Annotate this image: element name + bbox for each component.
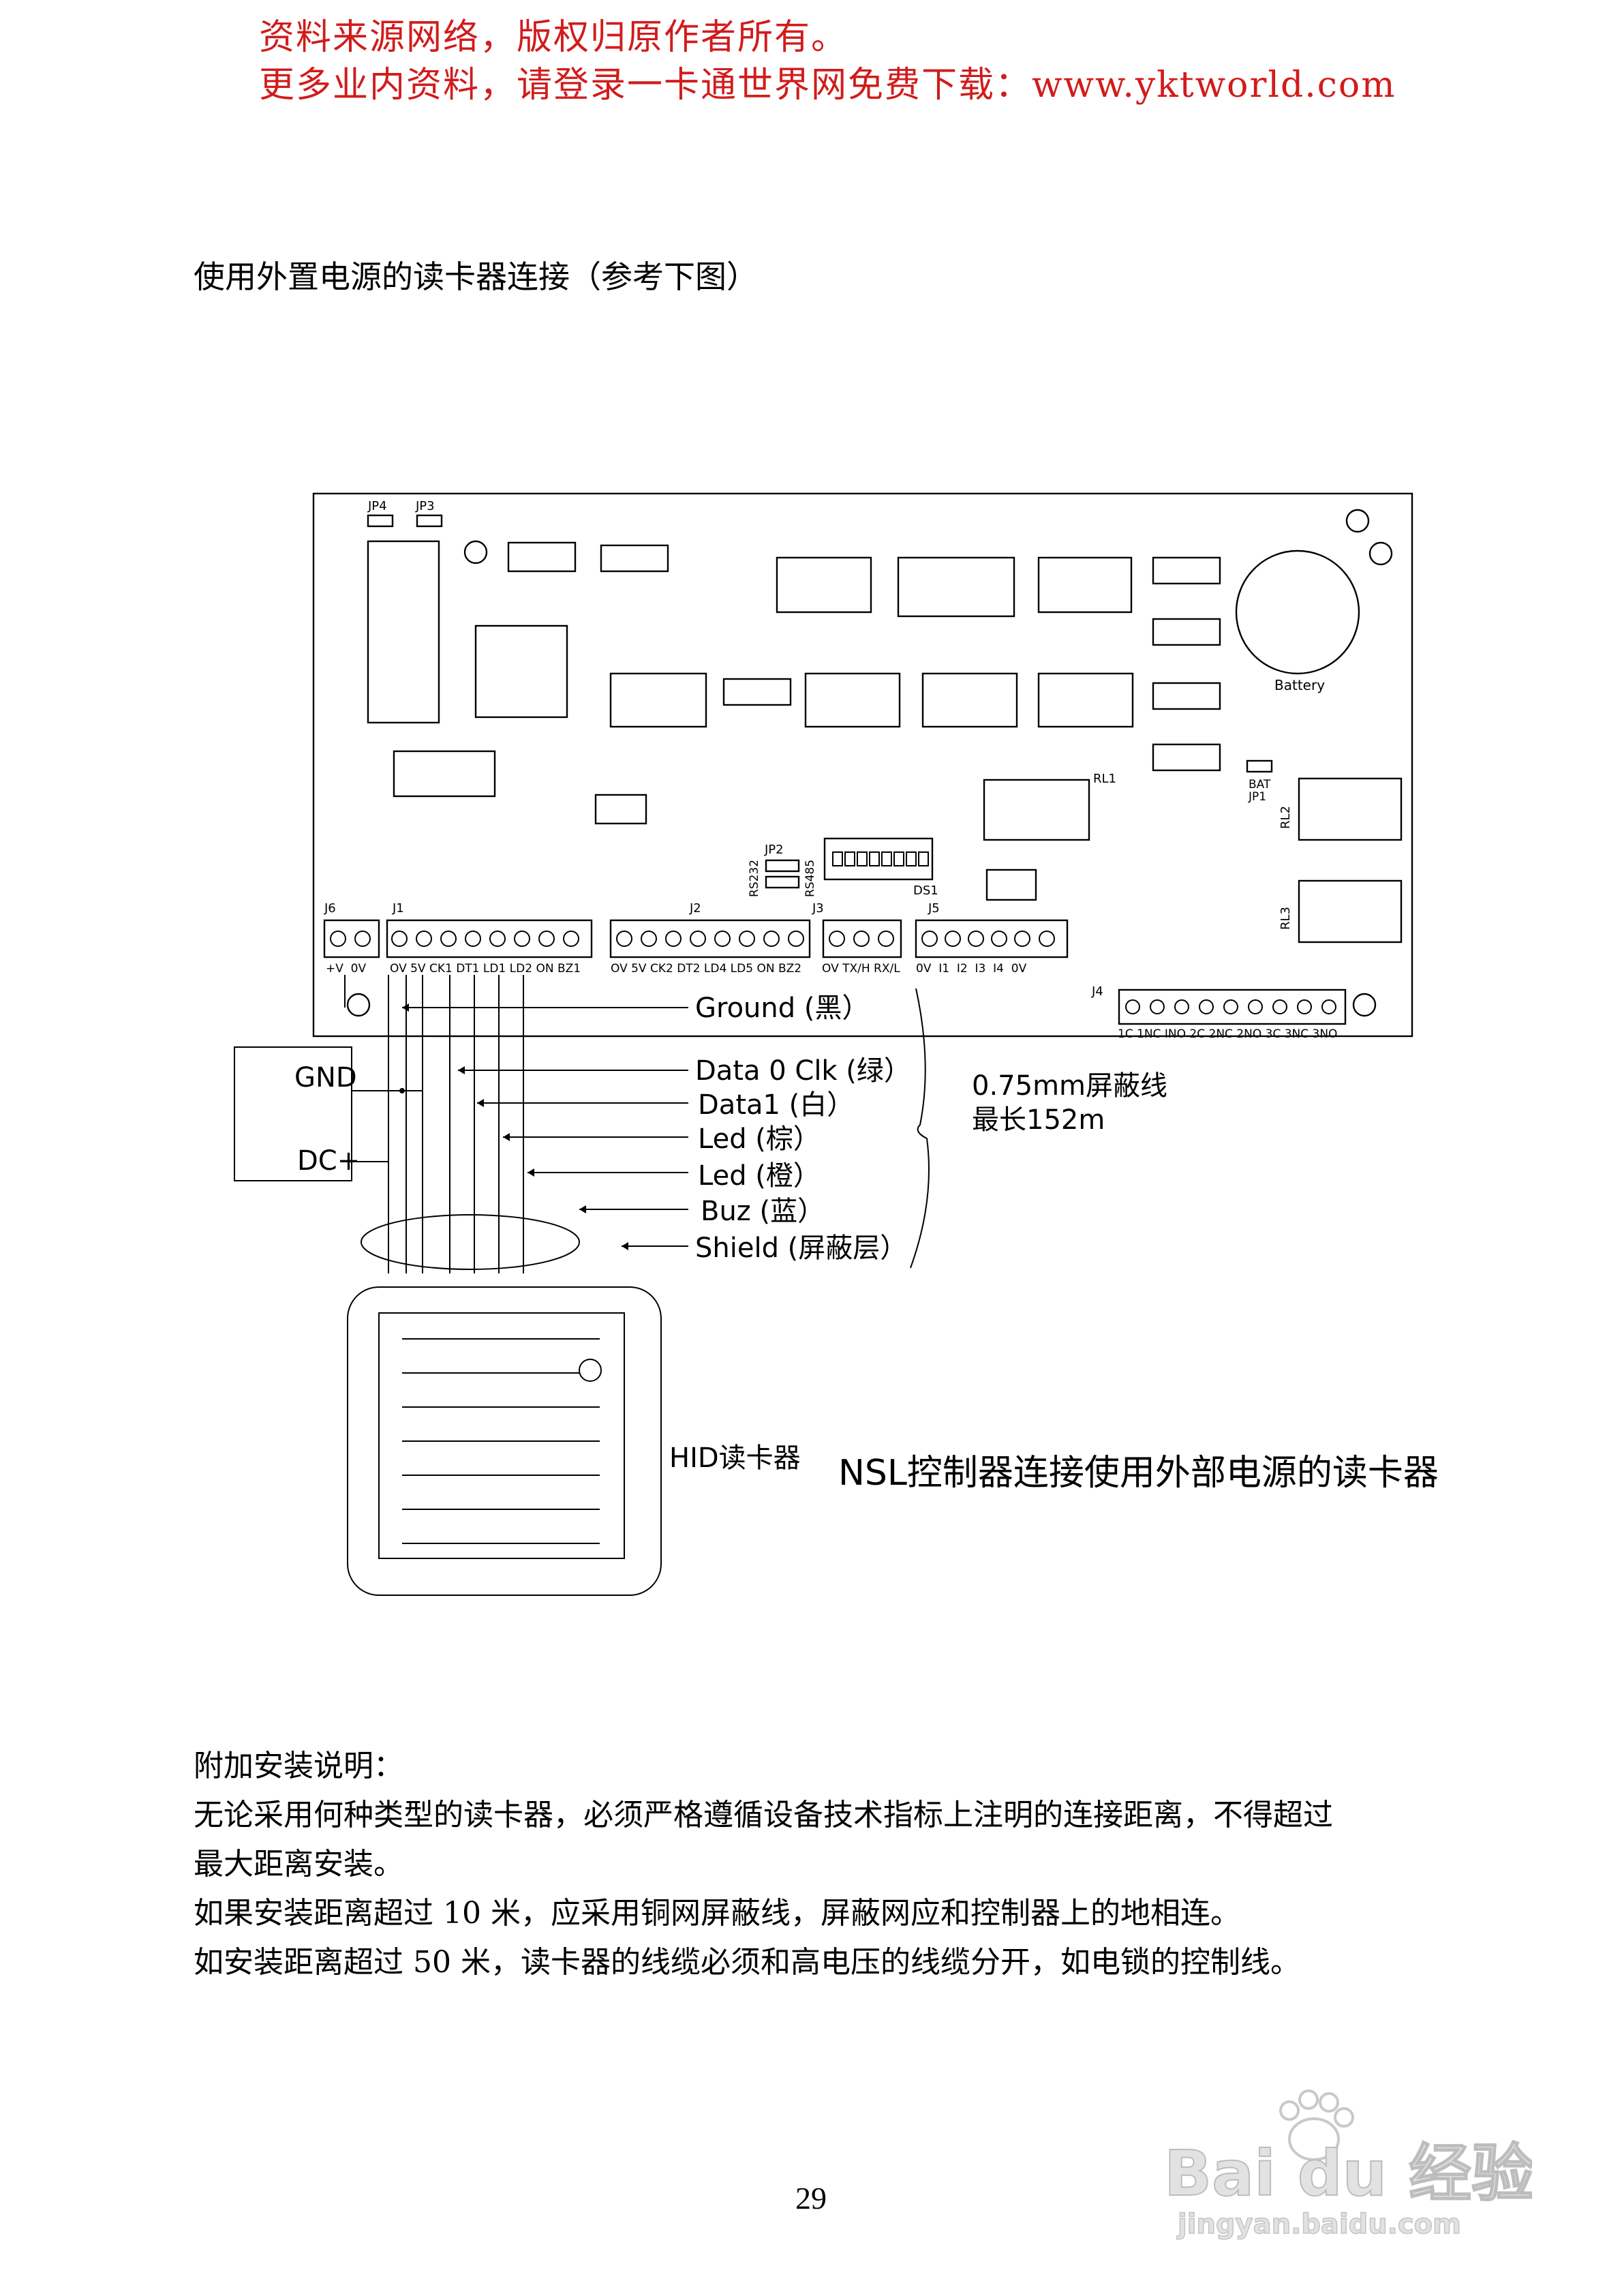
cable-spec-gauge: 0.75mm屏蔽线: [972, 1070, 1167, 1102]
source-disclaimer: 资料来源网络，版权归原作者所有。: [259, 17, 848, 58]
rs485-label: RS485: [804, 860, 817, 897]
j3-pins: OV TX/H RX/L: [822, 962, 900, 976]
j2-label: J2: [689, 901, 701, 916]
rl1-label: RL1: [1093, 772, 1116, 786]
installation-notes: 附加安装说明： 无论采用何种类型的读卡器，必须严格遵循设备技术指标上注明的连接距…: [194, 1742, 1488, 1987]
section-title: 使用外置电源的读卡器连接（参考下图）: [194, 258, 758, 295]
j1-pins: OV 5V CK1 DT1 LD1 LD2 ON BZ1: [390, 962, 581, 976]
j3-label: J3: [812, 901, 824, 916]
j2-pins: OV 5V CK2 DT2 LD4 LD5 ON BZ2: [611, 962, 801, 976]
jp4-label: JP4: [367, 499, 387, 513]
terminal-screws: [330, 931, 1336, 1014]
paw-logo-icon: [1279, 2089, 1354, 2161]
hid-reader-label: HID读卡器: [669, 1442, 801, 1474]
wire-led-brown: Led (棕）: [698, 1123, 821, 1155]
download-notice: 更多业内资料，请登录一卡通世界网免费下载：www.yktworld.com: [259, 65, 1396, 106]
dip-switch: [823, 837, 934, 881]
j5-label: J5: [928, 901, 940, 916]
notes-line: 无论采用何种类型的读卡器，必须严格遵循设备技术指标上注明的连接距离，不得超过: [194, 1798, 1333, 1832]
hid-reader-face: [378, 1312, 625, 1559]
j4-label: J4: [1091, 984, 1103, 999]
cable-spec-length: 最长152m: [972, 1104, 1105, 1136]
gnd-label: GND: [294, 1062, 357, 1093]
diagram-caption: NSL控制器连接使用外部电源的读卡器: [838, 1453, 1439, 1494]
baidu-jingyan-watermark: Bai du 经验 jingyan.baidu.com: [1163, 2089, 1532, 2241]
j6-label: J6: [324, 901, 336, 916]
hid-reader-body: [347, 1286, 662, 1596]
dc-label: DC+: [297, 1145, 360, 1177]
wire-data0: Data 0 Clk (绿）: [695, 1055, 911, 1087]
wire-shield: Shield (屏蔽层）: [695, 1233, 907, 1264]
page-number: 29: [795, 2181, 827, 2216]
j1-label: J1: [392, 901, 404, 916]
notes-heading: 附加安装说明：: [194, 1749, 403, 1783]
wire-ground: Ground (黑）: [695, 993, 869, 1024]
jp1-label: JP1: [1248, 790, 1266, 804]
battery-label: Battery: [1274, 677, 1325, 693]
dip-switch-cells: [832, 851, 929, 866]
ds1-label: DS1: [913, 883, 938, 898]
watermark-url: jingyan.baidu.com: [1176, 2209, 1461, 2240]
j5-pins: 0V I1 I2 I3 I4 0V: [916, 962, 1027, 976]
jp2-label: JP2: [764, 843, 784, 857]
bat-label: BAT: [1249, 778, 1271, 791]
wire-data1: Data1 (白）: [698, 1089, 854, 1121]
wire-buzzer: Buz (蓝）: [701, 1196, 825, 1227]
j6-pins: +V 0V: [326, 962, 366, 976]
rs232-label: RS232: [748, 860, 761, 897]
controller-board: [312, 492, 1413, 1038]
j4-pins: 1C 1NC INO 2C 2NC 2NO 3C 3NC 3NO: [1118, 1027, 1337, 1041]
notes-line: 最大距离安装。: [194, 1847, 403, 1882]
rl3-label: RL3: [1279, 907, 1293, 930]
notes-line: 如安装距离超过 50 米，读卡器的线缆必须和高电压的线缆分开，如电锁的控制线。: [194, 1945, 1300, 1980]
notes-line: 如果安装距离超过 10 米，应采用铜网屏蔽线，屏蔽网应和控制器上的地相连。: [194, 1896, 1240, 1931]
rl2-label: RL2: [1279, 806, 1293, 829]
jp3-label: JP3: [415, 499, 435, 513]
wire-led-orange: Led (橙）: [698, 1160, 821, 1192]
watermark-brand: Bai du 经验: [1164, 2137, 1532, 2210]
power-supply: [234, 1046, 352, 1181]
wire-arrowheads: [399, 1003, 628, 1250]
battery: [1235, 549, 1360, 675]
